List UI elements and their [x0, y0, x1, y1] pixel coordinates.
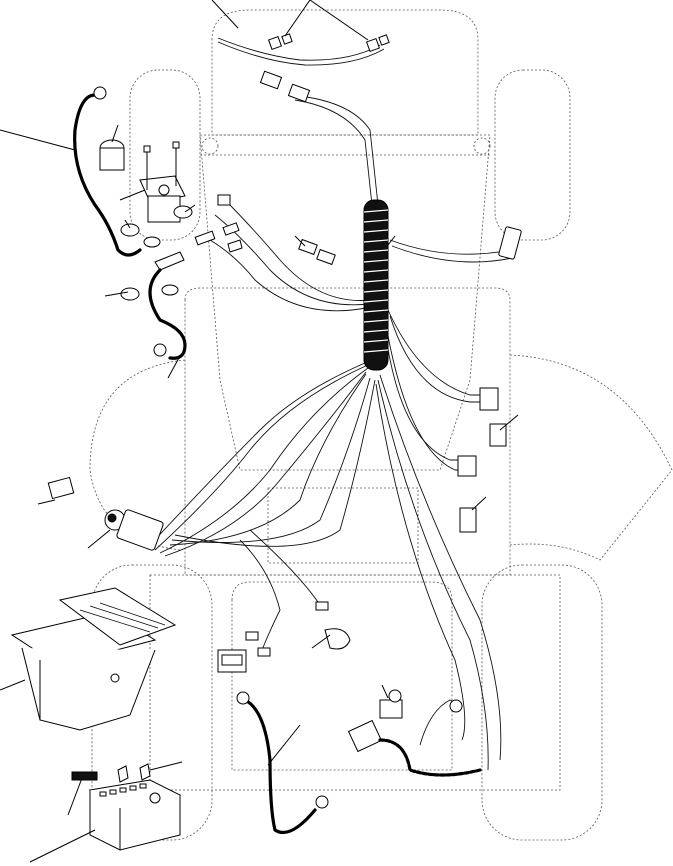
rear-body-outline: [149, 574, 561, 791]
headlight-connectors: [259, 33, 390, 103]
main-harness: [149, 37, 513, 771]
harness-coil-sleeve: [363, 199, 389, 371]
battery-box-icon: [10, 587, 177, 731]
hood-outline: [211, 9, 479, 136]
seat-deck-outline: [267, 487, 419, 564]
rear-wheel-right: [481, 564, 603, 841]
right-fender-outline: [509, 354, 673, 561]
solenoid-icon: [99, 139, 193, 301]
connector-icon-right-mid: [457, 387, 507, 533]
front-wheel-right: [494, 69, 571, 241]
left-fender-outline: [89, 359, 186, 551]
mid-connectors: [298, 238, 336, 266]
coil-harness-icon: [378, 699, 482, 777]
hood-body-outline: [199, 134, 491, 471]
tractor-outline: [89, 9, 673, 841]
connector-icon-right-front: [498, 226, 522, 260]
leader-lines: [0, 0, 519, 863]
pto-switch-icon: [347, 689, 403, 753]
fuse-holder-icon: [194, 194, 243, 253]
seat-switch-icon: [47, 476, 75, 500]
frame-outline: [184, 287, 511, 576]
ignition-switch-icon: [104, 509, 164, 551]
rear-connectors: [245, 601, 351, 657]
hour-meter-icon: [217, 649, 247, 673]
battery-cables: [73, 86, 329, 835]
battery-icon: [71, 763, 182, 851]
